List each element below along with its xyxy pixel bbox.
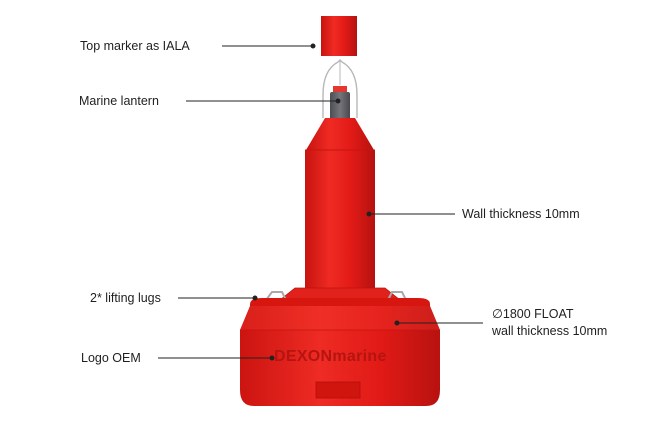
tower-column	[305, 150, 375, 288]
top-marker-shape	[321, 16, 357, 56]
float-bottom-tab	[315, 381, 361, 399]
lantern-cap	[333, 86, 347, 93]
label-lifting-lugs: 2* lifting lugs	[90, 291, 161, 305]
float-deck	[250, 298, 430, 306]
lantern-body	[330, 92, 350, 122]
label-logo-oem: Logo OEM	[81, 351, 141, 365]
lifting-lug-right	[387, 291, 407, 301]
tower-taper	[306, 118, 374, 150]
lifting-lug-left	[265, 291, 287, 301]
label-float-size: ∅1800 FLOAT	[492, 307, 574, 321]
float-body	[240, 306, 440, 406]
label-float-wall: wall thickness 10mm	[492, 324, 608, 338]
label-top-marker: Top marker as IALA	[80, 39, 190, 53]
label-marine-lantern: Marine lantern	[79, 94, 159, 108]
label-wall-thickness: Wall thickness 10mm	[462, 207, 580, 221]
logo-text: DEXONmarine	[274, 348, 387, 365]
